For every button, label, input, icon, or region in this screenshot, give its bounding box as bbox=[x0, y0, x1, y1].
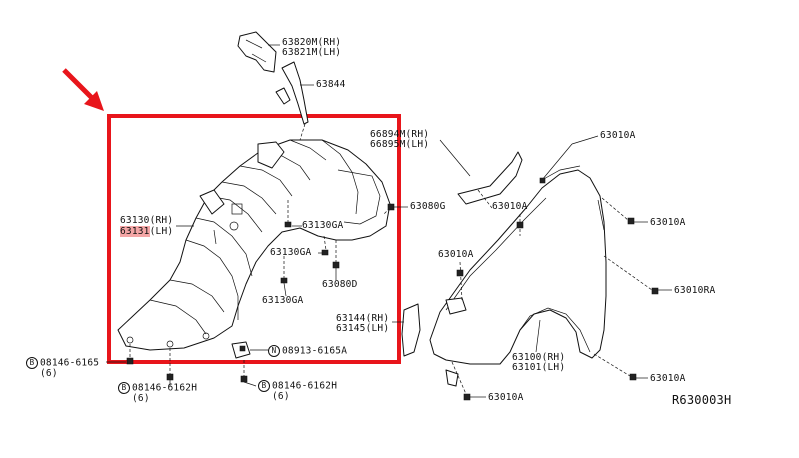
label-63101: 63101(LH) bbox=[512, 362, 566, 373]
label-63144: 63144(RH) bbox=[336, 313, 390, 324]
label-63131-lh: 63131(LH) bbox=[120, 226, 174, 237]
fender-bolts bbox=[445, 135, 672, 401]
label-63130ga-2: 63130GA bbox=[270, 247, 312, 258]
b-circle-icon: B bbox=[258, 380, 270, 392]
bottom-bolts bbox=[106, 344, 257, 387]
label-63145: 63145(LH) bbox=[336, 323, 390, 334]
bracket-63144 bbox=[392, 303, 421, 357]
label-bolt-1-qty: (6) bbox=[40, 368, 58, 379]
n-circle-icon: N bbox=[268, 345, 280, 357]
front-fender bbox=[429, 165, 607, 365]
fender-protector bbox=[117, 139, 391, 351]
seal-63844 bbox=[275, 61, 314, 141]
molding-66894m bbox=[439, 139, 523, 209]
label-63080d: 63080D bbox=[322, 279, 358, 290]
label-63010a-3: 63010A bbox=[438, 249, 474, 260]
label-63100: 63100(RH) bbox=[512, 352, 566, 363]
label-63010a-4: 63010A bbox=[650, 217, 686, 228]
label-63010a-2: 63010A bbox=[492, 201, 528, 212]
b-circle-icon: B bbox=[118, 382, 130, 394]
label-66894m: 66894M(RH) bbox=[370, 129, 430, 140]
label-63080g: 63080G bbox=[410, 201, 446, 212]
label-66895m: 66895M(LH) bbox=[370, 139, 430, 150]
b-circle-icon: B bbox=[26, 357, 38, 369]
nut-clip bbox=[231, 341, 268, 359]
reference-code: R630003H bbox=[672, 393, 732, 407]
label-63821m: 63821M(LH) bbox=[282, 47, 342, 58]
label-63820m: 63820M(RH) bbox=[282, 37, 342, 48]
label-63844: 63844 bbox=[316, 79, 346, 90]
label-63131-highlight: 63131 bbox=[120, 226, 150, 237]
label-63130-rh: 63130(RH) bbox=[120, 215, 174, 226]
label-63010a-5: 63010A bbox=[650, 373, 686, 384]
label-63130ga-1: 63130GA bbox=[302, 220, 344, 231]
label-63010ra: 63010RA bbox=[674, 285, 716, 296]
bracket-63820m bbox=[237, 31, 280, 73]
pointer-arrow bbox=[62, 68, 104, 111]
label-63130ga-3: 63130GA bbox=[262, 295, 304, 306]
label-63010a-top: 63010A bbox=[600, 130, 636, 141]
label-63010a-6: 63010A bbox=[488, 392, 524, 403]
label-bolt-3-qty: (6) bbox=[272, 391, 290, 402]
label-bolt-2-qty: (6) bbox=[132, 393, 150, 404]
clips-63130ga bbox=[280, 200, 408, 297]
highlight-box bbox=[107, 114, 401, 364]
label-63131-suffix: (LH) bbox=[149, 226, 174, 237]
